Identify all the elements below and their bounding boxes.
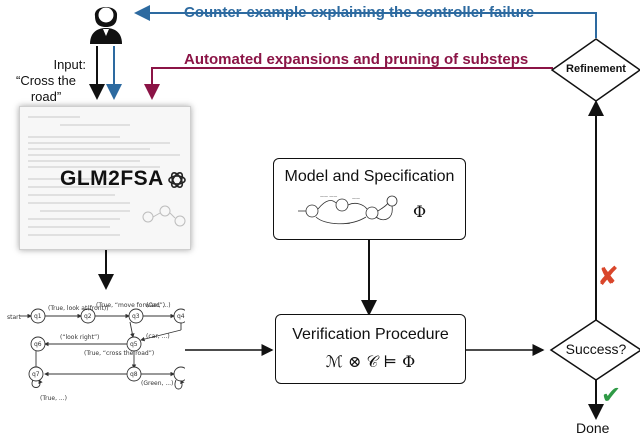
svg-text:——: —— [352,196,360,201]
input-label-line2: “Cross the road” [16,73,76,104]
openai-logo-icon [168,171,186,189]
verification-formula: ℳ ⊗ 𝒞 ⊨ Φ [325,352,416,371]
fsa-edge-label: (car, ...) [146,333,170,340]
glm2fsa-title: GLM2FSA [60,167,164,190]
verification-procedure-box: Verification Procedure ℳ ⊗ 𝒞 ⊨ Φ [275,314,466,384]
fsa-edge-label: (True, ...) [40,395,67,402]
fsa-diagram: q1 q2 q3 q4 q5 q6 q7 q8 start (True, loo… [7,302,185,402]
refinement-label: Refinement [566,63,626,75]
fsa-state [30,336,46,352]
fsa-state-label: q3 [132,313,140,320]
refinement-diamond [550,38,640,102]
feedback-top-label: Counter-example explaining the controlle… [184,4,535,21]
input-label-line1: Input: [53,57,86,72]
check-mark-icon: ✔ [601,381,622,409]
fsa-state [126,336,142,352]
fsa-edge-label: (True, “move forward”) [96,302,165,309]
fsa-state [80,308,96,324]
fsa-state [28,366,44,382]
fsa-state [173,366,185,382]
fsa-state-label: q5 [130,341,138,348]
fsa-state-label: q1 [34,313,42,320]
fsa-edge-label: (Green, ...) [141,380,173,387]
fsa-edge-label: (True, look at(front)) [48,305,109,312]
fsa-state-label: q6 [34,341,42,348]
done-label: Done [576,420,610,436]
success-diamond [549,319,640,381]
model-specification-box: Model and Specification —— —— —— ———— Φ [273,158,466,240]
fsa-edge-label: (Car, ...) [146,302,171,309]
fsa-start-label: start [7,314,22,321]
model-specification-title: Model and Specification [284,168,455,185]
fsa-state [126,366,142,382]
glm-card-faint-content [28,116,186,236]
feedback-middle-label: Automated expansions and pruning of subs… [184,51,529,68]
fsa-state [128,308,144,324]
svg-text:—— ——: —— —— [320,194,337,199]
fsa-state [173,308,185,324]
cross-mark-icon: ✘ [597,262,619,292]
model-phi: Φ [413,202,427,221]
fsa-state-label: q7 [32,371,40,378]
fsa-state-label: q4 [177,313,185,320]
feedback-top-arrow [134,5,597,38]
fsa-state-label: q2 [84,313,92,320]
model-automaton-graphic: —— —— —— ———— [298,194,398,226]
success-label: Success? [565,341,627,357]
fsa-state [30,308,46,324]
feedback-middle-arrow [144,67,553,100]
fsa-edge-label: (“look right”) [60,334,99,341]
fsa-edge-label: (True, “cross the road”) [84,350,154,357]
glm2fsa-card: GLM2FSA [19,106,191,250]
person-icon [90,7,122,44]
verification-title: Verification Procedure [292,326,449,343]
input-label: Input: “Cross the road” [0,57,92,105]
svg-text:————: ———— [334,221,350,226]
fsa-state-label: q8 [130,371,138,378]
